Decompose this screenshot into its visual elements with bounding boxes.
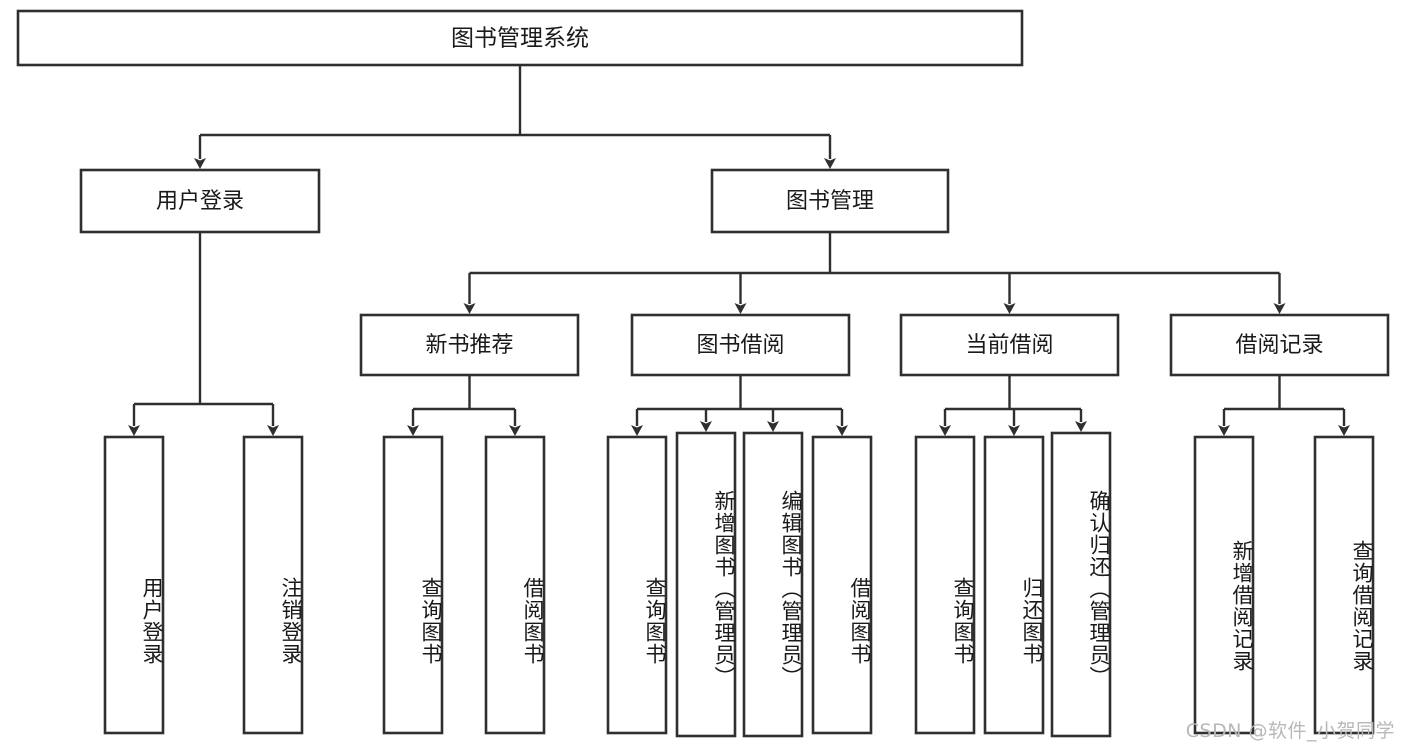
leaf-box[interactable] [242, 435, 304, 735]
leaf-box[interactable] [914, 435, 976, 735]
category-node[interactable]: 借阅记录 [1169, 313, 1390, 377]
leaf-box[interactable] [983, 435, 1045, 735]
leaf-box[interactable] [675, 431, 737, 738]
category-box[interactable] [630, 313, 851, 377]
branch-node[interactable]: 用户登录 [79, 168, 321, 234]
leaf-box[interactable] [1193, 435, 1255, 735]
leaf-node[interactable] [675, 431, 737, 738]
leaf-node[interactable] [811, 435, 873, 735]
category-node[interactable]: 当前借阅 [899, 313, 1120, 377]
leaf-node[interactable] [1050, 431, 1112, 738]
category-label: 借阅记录 [1235, 333, 1323, 358]
leaf-node[interactable] [382, 435, 444, 735]
category-label: 新书推荐 [425, 333, 513, 358]
leaf-node[interactable] [983, 435, 1045, 735]
category-label: 图书借阅 [696, 333, 784, 358]
leaf-box[interactable] [1313, 435, 1375, 735]
category-box[interactable] [359, 313, 580, 377]
branch-node[interactable]: 图书管理 [710, 168, 950, 234]
branch-box[interactable] [79, 168, 321, 234]
leaf-box[interactable] [606, 435, 668, 735]
leaf-box[interactable] [484, 435, 546, 735]
leaf-node[interactable] [1193, 435, 1255, 735]
leaf-node[interactable] [1313, 435, 1375, 735]
category-node[interactable]: 图书借阅 [630, 313, 851, 377]
root-box[interactable] [16, 9, 1024, 67]
watermark-text: CSDN @软件_小贺同学 [1185, 720, 1395, 742]
leaf-box[interactable] [382, 435, 444, 735]
leaf-node[interactable] [103, 435, 165, 735]
leaf-box[interactable] [103, 435, 165, 735]
root-node[interactable]: 图书管理系统 [16, 9, 1024, 67]
leaf-node[interactable] [242, 435, 304, 735]
category-box[interactable] [899, 313, 1120, 377]
leaf-node[interactable] [606, 435, 668, 735]
leaf-box[interactable] [742, 431, 804, 738]
category-label: 当前借阅 [965, 333, 1053, 358]
branch-label: 图书管理 [786, 189, 874, 214]
branch-box[interactable] [710, 168, 950, 234]
connector-layer [128, 65, 1350, 436]
category-node[interactable]: 新书推荐 [359, 313, 580, 377]
leaf-node[interactable] [484, 435, 546, 735]
branch-label: 用户登录 [156, 189, 244, 214]
leaf-box[interactable] [1050, 431, 1112, 738]
leaf-node[interactable] [742, 431, 804, 738]
leaf-box[interactable] [811, 435, 873, 735]
root-label: 图书管理系统 [451, 26, 589, 52]
leaf-node[interactable] [914, 435, 976, 735]
category-box[interactable] [1169, 313, 1390, 377]
